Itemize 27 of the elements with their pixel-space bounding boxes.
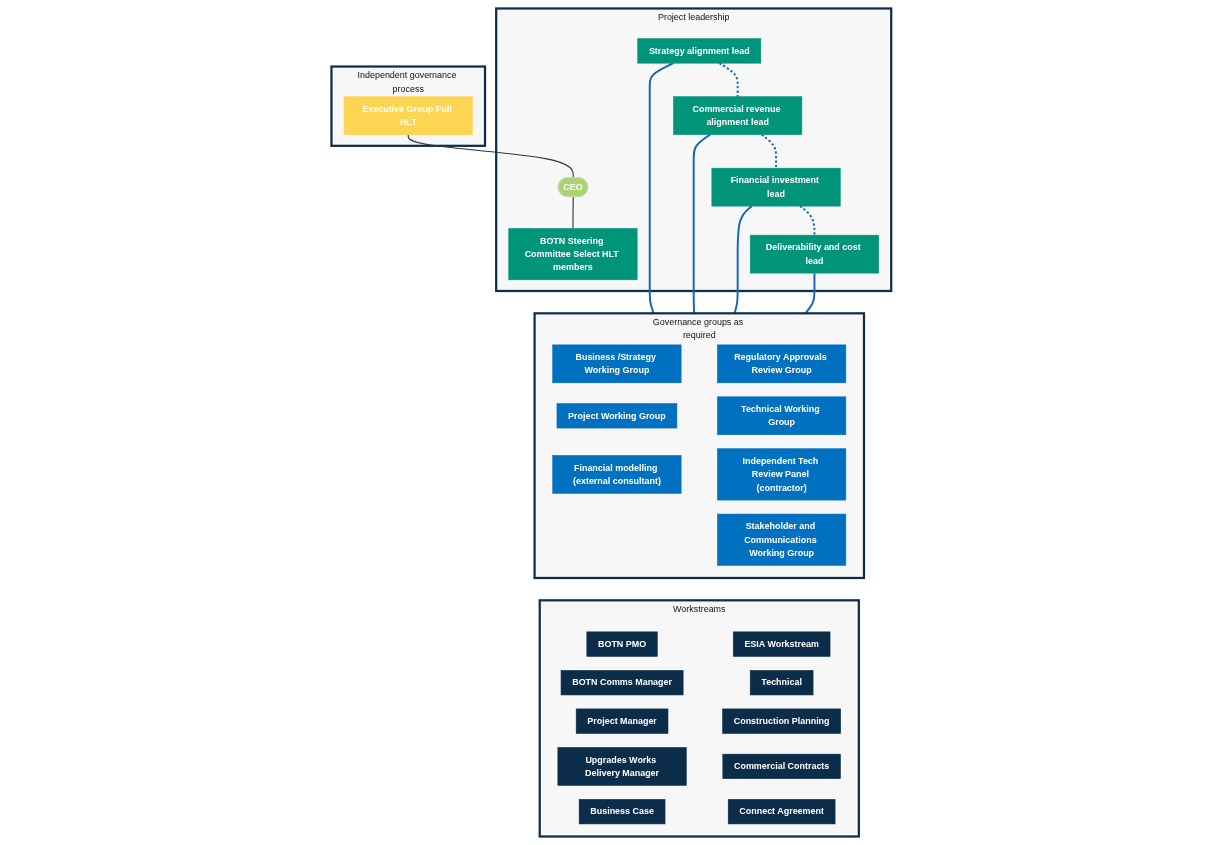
node-box: Deliverability and cost lead <box>750 234 880 274</box>
node-box: Technical Working Group <box>717 396 847 436</box>
node-box: Project Manager <box>576 708 669 734</box>
connector <box>799 205 816 237</box>
node-box: Construction Planning <box>722 708 842 734</box>
node-box: Strategy alignment lead <box>637 38 762 64</box>
node-box: Connect Agreement <box>728 799 836 825</box>
node-box: Upgrades Works Delivery Manager <box>557 747 687 786</box>
node-box: Stakeholder and Communications Working Group <box>717 513 847 566</box>
node-box: Executive Group Full HLT <box>343 96 473 135</box>
connector <box>761 133 778 170</box>
node-box: Commercial Contracts <box>722 753 841 779</box>
node-box: ESIA Workstream <box>733 631 831 657</box>
connector <box>572 196 574 230</box>
node-box: BOTN PMO <box>586 631 658 657</box>
node-box: Financial modelling (external consultant) <box>552 455 682 494</box>
node-box: BOTN Steering Committee Select HLT members <box>508 228 638 281</box>
node-box: Financial investment lead <box>711 167 841 207</box>
node-box: BOTN Comms Manager <box>560 670 684 696</box>
node-box: Business /Strategy Working Group <box>552 344 682 384</box>
node-box: Business Case <box>579 799 666 825</box>
node-box: Independent Tech Review Panel (contractor) <box>717 448 847 501</box>
node-box: Technical <box>750 670 814 696</box>
node-box: Regulatory Approvals Review Group <box>717 344 847 384</box>
connector <box>407 134 574 179</box>
node-box: Project Working Group <box>556 403 678 429</box>
node-box: Commercial revenue alignment lead <box>673 96 803 135</box>
